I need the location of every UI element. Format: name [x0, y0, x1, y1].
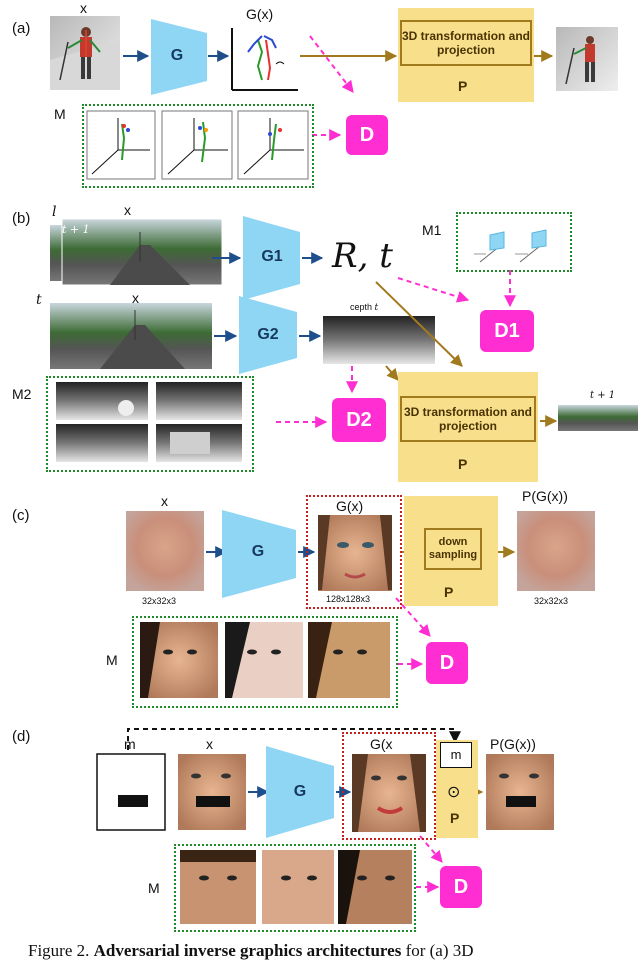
caption-suffix: for (a) 3D	[405, 941, 474, 960]
output-t1-label: t + 1	[590, 390, 616, 401]
generator-g1	[243, 216, 300, 300]
gx-label-a: G(x)	[246, 6, 274, 22]
projection-p-b: P	[458, 456, 468, 472]
road-output-image	[558, 405, 638, 431]
x-top-label-b: x	[124, 202, 131, 218]
depth-title: cepth t	[350, 302, 378, 313]
pose-examples	[86, 110, 309, 180]
g2-label: G2	[257, 326, 279, 343]
depth-map	[323, 316, 435, 364]
m-label-d: M	[148, 880, 160, 896]
pgx-label-c: P(G(x))	[522, 488, 568, 504]
m-label-c: M	[106, 652, 118, 668]
road-frame-bottom	[50, 303, 212, 369]
transform-box-a: 3D transformation and projection	[400, 20, 532, 66]
projection-p-c: P	[444, 584, 454, 600]
downsampled-face	[517, 511, 595, 591]
generator-a-label: G	[170, 47, 184, 64]
face-examples-d	[180, 850, 412, 924]
masked-face-projection	[486, 754, 554, 830]
panel-d-label: (d)	[12, 728, 31, 745]
panel-a-label: (a)	[12, 20, 31, 37]
input-size-c: 32x32x3	[142, 596, 177, 606]
rotation-translation-label: R, t	[332, 236, 393, 276]
skier-input-image	[50, 16, 120, 90]
real-camera-box	[456, 212, 572, 272]
mask-operand-box: m	[440, 742, 472, 768]
x-label-c: x	[161, 493, 168, 509]
frame-t-label: t	[36, 292, 42, 308]
depth-label: cepth	[350, 302, 373, 312]
generator-d-label: G	[293, 783, 307, 800]
generator-g2	[239, 296, 297, 374]
caption-bold: Adversarial inverse graphics architectur…	[93, 941, 402, 960]
road-frame-pair-top	[50, 218, 223, 286]
mid-size-c: 128x128x3	[326, 594, 371, 604]
discriminator-d: D	[440, 866, 482, 908]
m2-label: M2	[12, 386, 32, 402]
projection-p-d: P	[450, 810, 460, 826]
generated-face-box-c	[306, 495, 402, 609]
discriminator-d1: D1	[480, 310, 534, 352]
projection-p-a: P	[458, 78, 468, 94]
elementwise-product-icon: ⊙	[447, 784, 461, 801]
figure-caption: Figure 2. Adversarial inverse graphics a…	[28, 941, 474, 961]
gx-label-c: G(x)	[336, 498, 364, 514]
skier-output-image	[556, 27, 618, 91]
mask-block	[118, 795, 148, 807]
transform-box-b: 3D transformation and projection	[400, 396, 536, 442]
discriminator-d2: D2	[332, 398, 386, 442]
panel-b-label: (b)	[12, 210, 31, 227]
mask-image	[96, 753, 166, 831]
generator-d	[266, 746, 334, 838]
output-size-c: 32x32x3	[534, 596, 569, 606]
gx-label-d: G(x	[370, 736, 393, 752]
m-label-a: M	[54, 106, 66, 122]
generator-c	[222, 510, 296, 598]
x-bottom-label-b: x	[132, 290, 139, 306]
discriminator-a: D	[346, 115, 388, 155]
g1-label: G1	[261, 248, 283, 265]
frame-t1-label: t + 1	[62, 223, 90, 236]
sharp-face-output	[318, 515, 392, 591]
generator-c-label: G	[251, 543, 265, 560]
real-depth-box	[46, 376, 254, 472]
input-x-label-a: x	[80, 0, 87, 16]
depth-examples	[56, 382, 242, 462]
discriminator-c: D	[426, 642, 468, 684]
inpainted-face-output	[352, 754, 426, 832]
caption-prefix: Figure 2.	[28, 941, 90, 960]
real-faces-box-c	[132, 616, 398, 708]
x-label-d: x	[206, 736, 213, 752]
m-small-label: m	[124, 736, 136, 752]
depth-t-label: t	[374, 303, 379, 313]
frame-l-label: l	[52, 204, 57, 220]
camera-pose-examples	[474, 229, 547, 263]
real-pose-box	[82, 104, 314, 188]
real-faces-box-d	[174, 844, 416, 932]
masked-face-input	[178, 754, 246, 830]
m1-label: M1	[422, 222, 442, 238]
generator-a	[151, 19, 207, 95]
downsampling-box: down sampling	[424, 528, 482, 570]
generated-face-box-d	[342, 732, 436, 840]
blurry-face-input	[126, 511, 204, 591]
panel-c-label: (c)	[12, 507, 30, 524]
pgx-label-d: P(G(x))	[490, 736, 536, 752]
pose-skeleton-plot	[231, 28, 298, 91]
face-examples-c	[140, 622, 390, 698]
